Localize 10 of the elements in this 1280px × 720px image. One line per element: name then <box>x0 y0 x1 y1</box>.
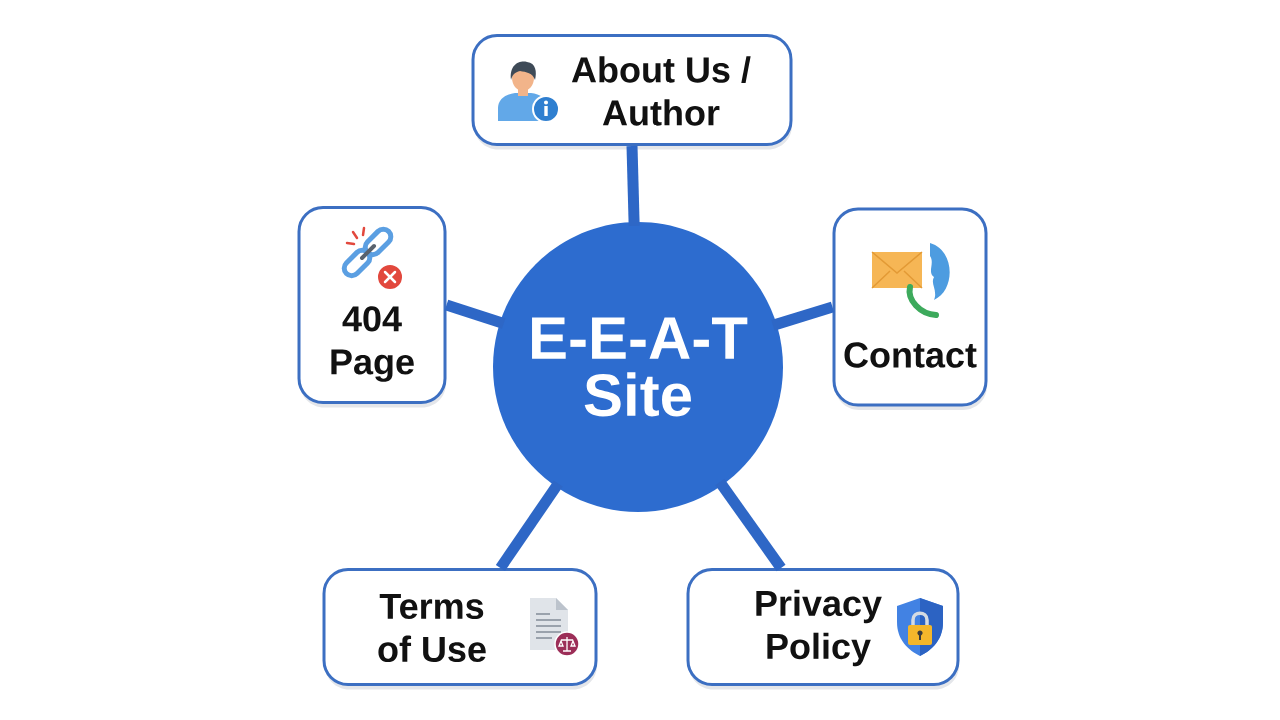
topic-box: Terms of Use <box>322 568 598 690</box>
topic-box: Contact <box>832 207 988 410</box>
topic-box: Privacy Policy <box>686 568 960 690</box>
connector-line <box>495 480 563 572</box>
connector-line <box>771 301 835 331</box>
connector-line <box>715 478 786 572</box>
connector-line <box>626 145 640 226</box>
connector-line <box>444 299 506 329</box>
topic-box: 404 Page <box>297 206 447 408</box>
topic-box: About Us / Author <box>471 34 793 150</box>
